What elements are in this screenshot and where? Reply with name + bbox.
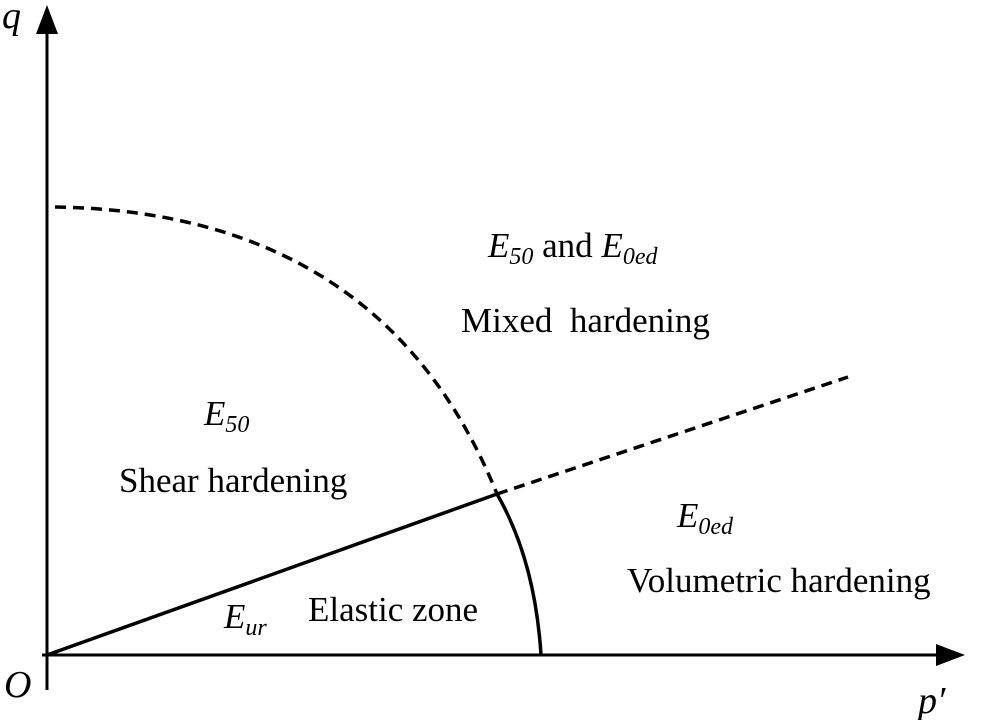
mixed-moduli-label: E50 and E0ed xyxy=(487,226,658,270)
mixed-hardening-label: Mixed hardening xyxy=(461,301,710,340)
yield-cap-dashed xyxy=(54,205,499,495)
yield-cap-solid xyxy=(495,493,543,656)
q-axis-arrowhead xyxy=(36,5,58,34)
shear-line-dashed xyxy=(496,375,849,496)
elastic-modulus-label: Eur xyxy=(223,597,267,641)
shear-modulus-label: E50 xyxy=(203,394,249,438)
shear-line-solid xyxy=(46,492,498,657)
elastic-zone-label: Elastic zone xyxy=(308,590,478,629)
volumetric-hardening-label: Volumetric hardening xyxy=(627,561,931,600)
origin-label: O xyxy=(4,664,31,706)
p-axis-arrowhead xyxy=(936,644,965,666)
p-axis-label: p′ xyxy=(915,680,946,720)
shear-hardening-label: Shear hardening xyxy=(119,461,347,500)
volumetric-modulus-label: E0ed xyxy=(676,496,734,540)
q-axis-label: q xyxy=(2,0,21,37)
